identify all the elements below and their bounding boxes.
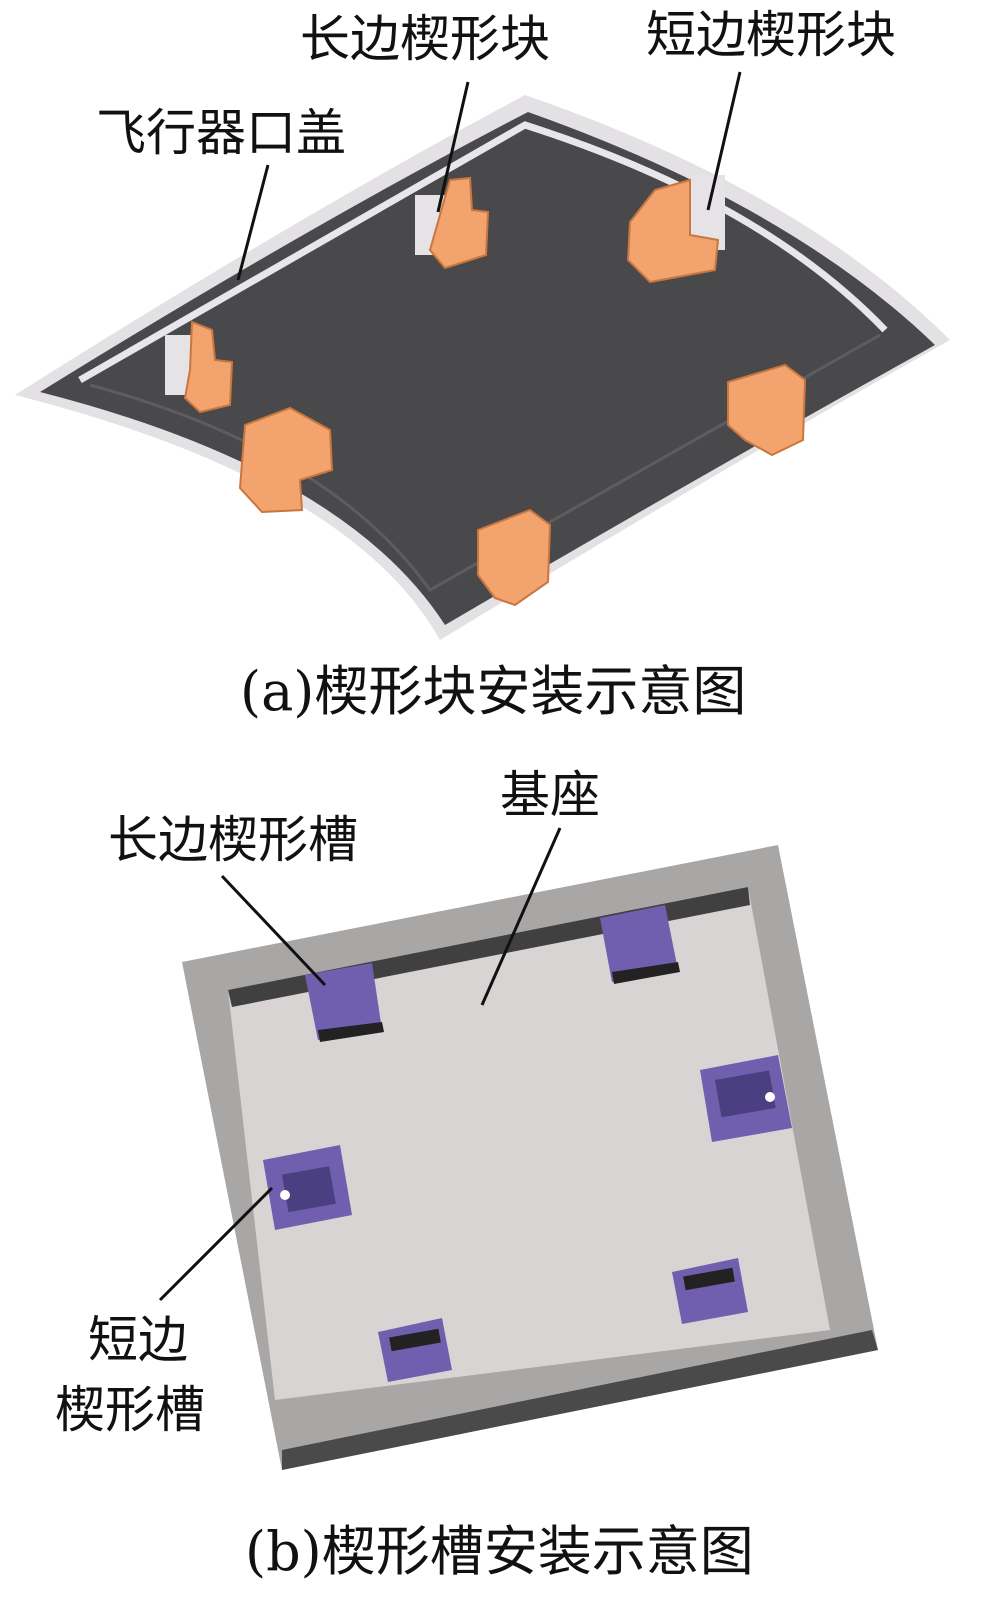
- slot: [700, 1055, 792, 1142]
- label-base: 基座: [500, 766, 600, 824]
- caption-a: (a)楔形块安装示意图: [240, 660, 747, 723]
- label-long-wedge: 长边楔形块: [300, 10, 550, 68]
- leader-lines-b: [158, 827, 562, 1302]
- wedge-blocks: [165, 175, 807, 607]
- wedge-block: [165, 320, 234, 414]
- wedge-slots: [263, 905, 792, 1382]
- slot: [263, 1145, 352, 1230]
- wedge-block: [626, 175, 725, 284]
- wedge-block: [477, 508, 552, 607]
- wedge-block: [238, 406, 334, 514]
- caption-b: (b)楔形槽安装示意图: [245, 1520, 754, 1583]
- label-short-slot-line1: 短边: [88, 1311, 188, 1369]
- label-short-wedge: 短边楔形块: [646, 6, 896, 64]
- slot: [672, 1258, 748, 1324]
- label-hatch: 飞行器口盖: [96, 104, 346, 162]
- label-short-slot-line2: 楔形槽: [55, 1381, 205, 1439]
- slot: [378, 1318, 452, 1382]
- leader-lines-a: [236, 71, 742, 281]
- wedge-block: [415, 176, 490, 270]
- label-long-slot: 长边楔形槽: [108, 811, 358, 869]
- slot: [600, 905, 680, 984]
- wedge-block: [727, 363, 807, 457]
